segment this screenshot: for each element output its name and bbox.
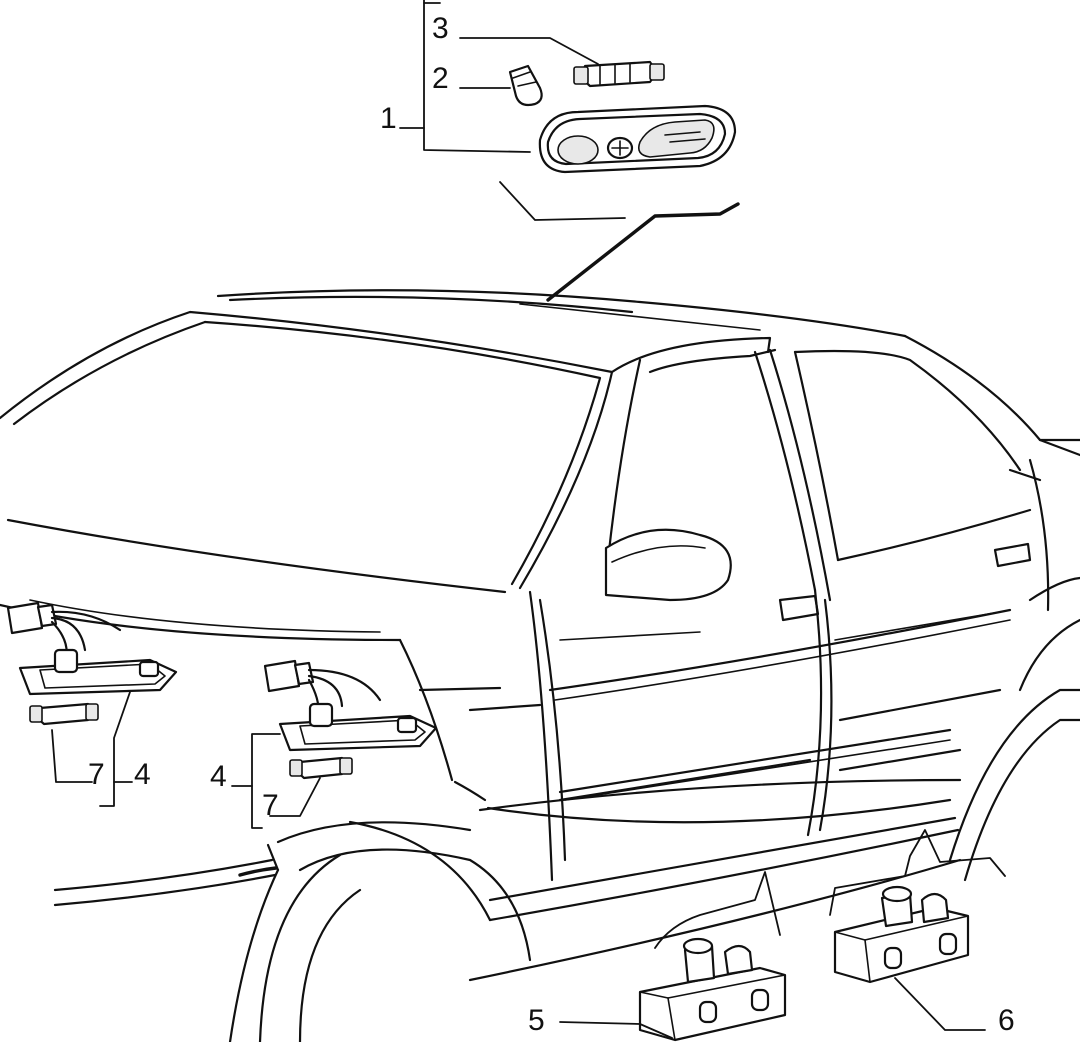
callout-4-left: 4 — [134, 758, 151, 791]
callout-7-left: 7 — [88, 758, 105, 791]
sill-lamp-6 — [829, 829, 1006, 1031]
roof-lamp-assembly — [399, 0, 740, 302]
callout-labels: 1 2 3 4 7 4 7 5 6 — [88, 12, 1015, 1037]
festoon-bulb — [573, 60, 665, 88]
callout-5: 5 — [528, 1004, 545, 1037]
sill-lamp-5 — [559, 871, 787, 1042]
courtesy-lamp-left — [6, 601, 178, 807]
callout-1: 1 — [380, 102, 397, 135]
callout-4-middle: 4 — [210, 760, 227, 793]
callout-2: 2 — [432, 62, 449, 95]
courtesy-lamp-middle — [231, 659, 438, 829]
wedge-bulb — [508, 64, 543, 107]
callout-7-middle: 7 — [262, 789, 279, 822]
callout-3: 3 — [432, 12, 449, 45]
car-body-outline — [0, 289, 1080, 1042]
callout-6: 6 — [998, 1004, 1015, 1037]
